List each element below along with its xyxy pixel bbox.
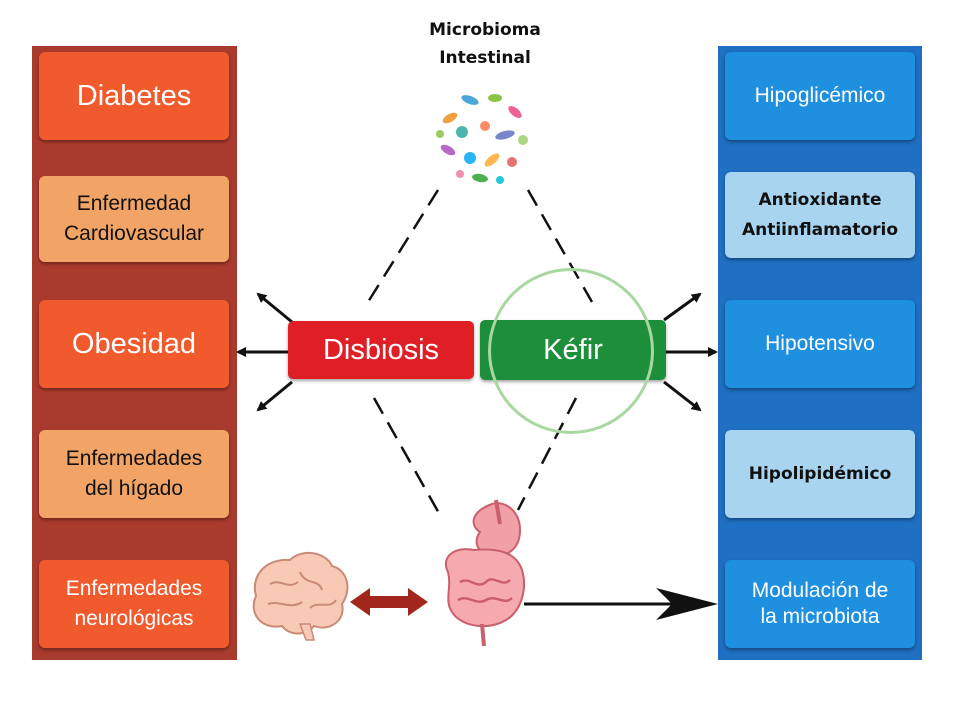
box-neurologicas-label: Enfermedades neurológicas: [65, 577, 203, 630]
brain-icon: [252, 551, 349, 641]
arrow-left-up: [256, 292, 293, 324]
diagram-title: Microbioma Intestinal: [429, 20, 541, 68]
box-hipoglicemico-label: Hipoglicémico: [754, 84, 886, 107]
dashed-line-top-left: [366, 189, 440, 303]
box-diabetes-label: Diabetes: [76, 79, 192, 112]
box-hipolipidemico: Hipolipidémico: [725, 430, 915, 518]
brain-gut-double-arrow: [350, 588, 428, 616]
arrow-left-down: [256, 380, 293, 412]
box-higado-label: Enfermedades del hígado: [65, 447, 203, 500]
arrow-right-down: [663, 380, 702, 412]
dashed-line-bottom-right: [516, 397, 578, 511]
box-hipoglicemico: Hipoglicémico: [725, 52, 915, 140]
kefir-ring: [488, 268, 654, 434]
box-cardiovascular-label: Enfermedad Cardiovascular: [63, 192, 205, 245]
dashed-line-bottom-left: [372, 397, 442, 516]
arrow-gut-to-microbiota-head: [656, 588, 718, 620]
box-enfermedades-higado: Enfermedades del hígado: [39, 430, 229, 518]
box-antioxidante-label: Antioxidante Antiinflamatorio: [741, 190, 899, 240]
disbiosis-box: Disbiosis: [288, 321, 474, 379]
digestive-system-icon: [445, 499, 525, 647]
box-diabetes: Diabetes: [39, 52, 229, 140]
box-obesidad: Obesidad: [39, 300, 229, 388]
box-obesidad-label: Obesidad: [71, 327, 197, 360]
box-modulacion-microbiota: Modulación de la microbiota: [725, 560, 915, 648]
microbiome-icon: [432, 90, 532, 190]
box-enfermedades-neurologicas: Enfermedades neurológicas: [39, 560, 229, 648]
box-hipolipidemico-label: Hipolipidémico: [748, 464, 892, 484]
disbiosis-label: Disbiosis: [322, 333, 440, 366]
box-antioxidante: Antioxidante Antiinflamatorio: [725, 172, 915, 258]
box-enfermedad-cardiovascular: Enfermedad Cardiovascular: [39, 176, 229, 262]
box-hipotensivo: Hipotensivo: [725, 300, 915, 388]
arrow-right-up: [663, 292, 702, 322]
box-modulacion-label: Modulación de la microbiota: [751, 579, 889, 628]
dashed-line-top-right: [526, 189, 594, 303]
box-hipotensivo-label: Hipotensivo: [765, 332, 875, 355]
